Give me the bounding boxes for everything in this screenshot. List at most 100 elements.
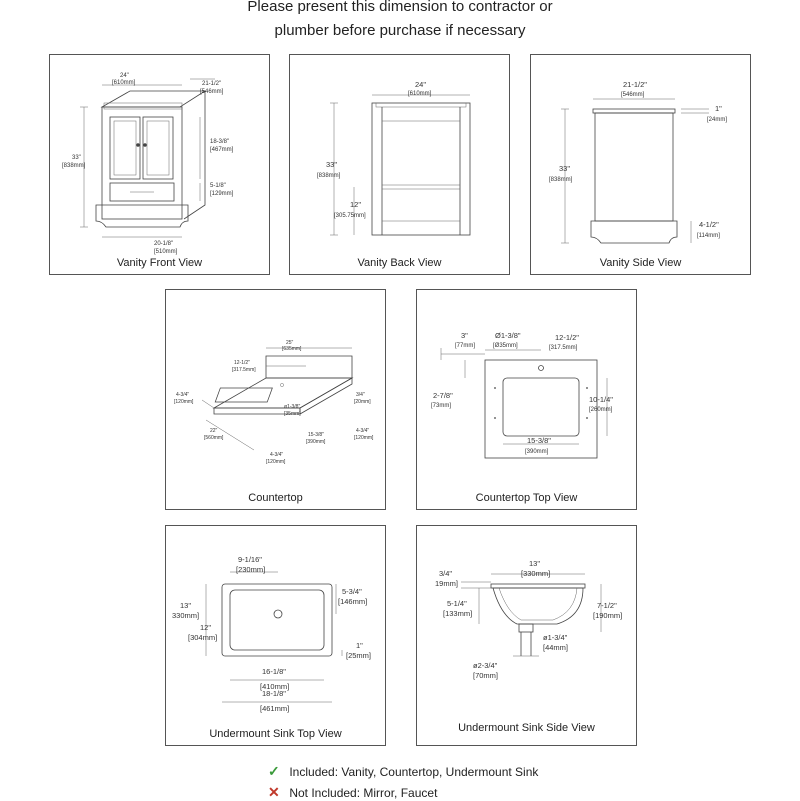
dim-width-in: 18-1/8" bbox=[262, 689, 286, 698]
dim-height-mm: [838mm] bbox=[62, 163, 86, 169]
dim-drawer-mm: [129mm] bbox=[210, 191, 234, 197]
dim-front-in: 4-3/4" bbox=[270, 452, 283, 458]
dim-backsplash-mm: [120mm] bbox=[174, 399, 194, 405]
included-text: Included: Vanity, Countertop, Undermount… bbox=[289, 765, 539, 779]
sink-side-view-panel: 13" [330mm] 3/4" 19mm] 5-1/4" [133mm] 7-… bbox=[416, 525, 637, 746]
dim-y-in: 2-7/8" bbox=[433, 391, 453, 400]
not-included-text: Not Included: Mirror, Faucet bbox=[289, 786, 438, 800]
dim-center-in: 9-1/16" bbox=[238, 555, 262, 564]
cross-icon: ✕ bbox=[268, 784, 280, 800]
dim-offset-mm: [77mm] bbox=[455, 343, 475, 349]
dim-thickness-mm: [20mm] bbox=[354, 399, 371, 405]
vanity-back-drawing: 24" [610mm] 33" [838mm] 12" [305.75mm] bbox=[317, 80, 471, 236]
dim-height-in: 33" bbox=[72, 155, 81, 161]
header-line-2: plumber before purchase if necessary bbox=[274, 22, 526, 39]
dim-side-in: 4-3/4" bbox=[356, 428, 369, 434]
vanity-side-view-panel: 21-1/2" [546mm] 1" [24mm] 33" [838mm] 4-… bbox=[530, 54, 751, 275]
dim-depth-in: 21-1/2" bbox=[623, 80, 647, 89]
caption-sink-top-view: Undermount Sink Top View bbox=[209, 728, 342, 740]
dim-thickness-in: 3/4" bbox=[356, 392, 365, 398]
dim-door-mm: [467mm] bbox=[210, 147, 234, 153]
dim-width-in: 24" bbox=[415, 80, 426, 89]
dim-sink-mm: [390mm] bbox=[306, 439, 326, 445]
caption-countertop: Countertop bbox=[248, 492, 303, 504]
dim-backsplash-in: 4-3/4" bbox=[176, 392, 189, 398]
dim-height-in: 7-1/2" bbox=[597, 601, 617, 610]
dim-height-mm: [190mm] bbox=[593, 611, 622, 620]
dim-top-in: 1" bbox=[715, 104, 722, 113]
dim-height-in: 33" bbox=[559, 164, 570, 173]
dim-width-in: 25" bbox=[286, 340, 294, 346]
countertop-panel: 25" [635mm] 12-1/2" [317.5mm] 4-3/4" [12… bbox=[165, 289, 386, 510]
dim-right-in: 5-3/4" bbox=[342, 587, 362, 596]
dim-width-mm: [330mm] bbox=[521, 569, 550, 578]
dim-rim-mm: [25mm] bbox=[346, 651, 371, 660]
dim-width-mm: [635mm] bbox=[282, 346, 302, 352]
dim-inner-width-in: 16-1/8" bbox=[262, 667, 286, 676]
dim-drawer-in: 5-1/8" bbox=[210, 183, 226, 189]
dim-center-mm: [317.5mm] bbox=[232, 367, 256, 373]
check-icon: ✓ bbox=[268, 763, 280, 779]
dim-hole-in: ø1-3/8" bbox=[284, 404, 300, 410]
countertop-drawing: 25" [635mm] 12-1/2" [317.5mm] 4-3/4" [12… bbox=[174, 340, 374, 465]
sink-top-drawing: 9-1/16" [230mm] 5-3/4" [146mm] 13" 330mm… bbox=[172, 555, 371, 713]
caption-vanity-back-view: Vanity Back View bbox=[357, 257, 442, 269]
dim-rim-in: 1" bbox=[356, 641, 363, 650]
dim-depth-mm: [546mm] bbox=[200, 89, 224, 95]
sink-side-drawing: 13" [330mm] 3/4" 19mm] 5-1/4" [133mm] 7-… bbox=[435, 559, 622, 680]
dim-depth-mm: [560mm] bbox=[204, 435, 224, 441]
dim-height-mm: [260mm] bbox=[589, 407, 613, 413]
legend-not-included: ✕ Not Included: Mirror, Faucet bbox=[268, 784, 437, 801]
dim-center-mm: [317.5mm] bbox=[549, 345, 578, 351]
dim-pipe-in: ø2-3/4" bbox=[473, 661, 498, 670]
dim-height-in: 10-1/4" bbox=[589, 395, 613, 404]
dim-bowl-mm: [133mm] bbox=[443, 609, 472, 618]
dim-drain-in: ø1-3/4" bbox=[543, 633, 568, 642]
caption-sink-side-view: Undermount Sink Side View bbox=[458, 722, 595, 734]
dim-inner-width-mm: [410mm] bbox=[260, 682, 289, 691]
dim-hole-mm: [Ø35mm] bbox=[493, 343, 518, 349]
dim-depth-in: 21-1/2" bbox=[202, 81, 221, 87]
countertop-top-view-panel: 3" [77mm] Ø1-3/8" [Ø35mm] 12-1/2" [317.5… bbox=[416, 289, 637, 510]
dim-height-mm: [838mm] bbox=[317, 173, 341, 179]
dim-lip-in: 3/4" bbox=[439, 569, 452, 578]
dim-sink-in: 15-3/8" bbox=[308, 432, 324, 438]
dim-depth-in: 22" bbox=[210, 428, 218, 434]
caption-vanity-front-view: Vanity Front View bbox=[116, 257, 203, 269]
caption-vanity-side-view: Vanity Side View bbox=[599, 257, 682, 269]
dim-width-mm: [610mm] bbox=[112, 80, 136, 86]
dim-center-in: 12-1/2" bbox=[234, 360, 250, 366]
dim-door-in: 18-3/8" bbox=[210, 139, 229, 145]
dim-height-mm: [838mm] bbox=[549, 177, 573, 183]
dim-right-mm: [146mm] bbox=[338, 597, 367, 606]
sink-top-view-panel: 9-1/16" [230mm] 5-3/4" [146mm] 13" 330mm… bbox=[165, 525, 386, 746]
dim-width-in: 13" bbox=[529, 559, 540, 568]
dim-toe-in: 4-1/2" bbox=[699, 220, 719, 229]
dim-hole-in: Ø1-3/8" bbox=[495, 331, 521, 340]
dim-center-mm: [230mm] bbox=[236, 565, 265, 574]
dim-depth-mm: [546mm] bbox=[621, 92, 645, 98]
dim-inner-height-in: 12" bbox=[200, 623, 211, 632]
dim-lower-mm: [305.75mm] bbox=[334, 213, 366, 219]
dim-inner-height-mm: [304mm] bbox=[188, 633, 217, 642]
dim-width-mm: [610mm] bbox=[408, 91, 432, 97]
dim-base-in: 20-1/8" bbox=[154, 241, 173, 247]
dim-height-mm: 330mm] bbox=[172, 611, 199, 620]
dim-height-in: 13" bbox=[180, 601, 191, 610]
dim-width-in: 15-3/8" bbox=[527, 436, 551, 445]
dim-center-in: 12-1/2" bbox=[555, 333, 579, 342]
dim-width-mm: [461mm] bbox=[260, 704, 289, 713]
caption-countertop-top-view: Countertop Top View bbox=[475, 492, 578, 504]
dim-height-in: 33" bbox=[326, 160, 337, 169]
dim-base-mm: [510mm] bbox=[154, 249, 178, 255]
dim-bowl-in: 5-1/4" bbox=[447, 599, 467, 608]
legend-included: ✓ Included: Vanity, Countertop, Undermou… bbox=[268, 763, 538, 780]
vanity-back-view-panel: 24" [610mm] 33" [838mm] 12" [305.75mm] V… bbox=[289, 54, 510, 275]
countertop-top-drawing: 3" [77mm] Ø1-3/8" [Ø35mm] 12-1/2" [317.5… bbox=[431, 331, 613, 459]
dim-width-in: 24" bbox=[120, 73, 129, 79]
dim-front-mm: [120mm] bbox=[266, 459, 286, 465]
vanity-front-drawing: 24" [610mm] 21-1/2" [546mm] 33" [838mm] … bbox=[62, 73, 234, 255]
header-line-1: Please present this dimension to contrac… bbox=[247, 0, 553, 15]
dim-drain-mm: [44mm] bbox=[543, 643, 568, 652]
dim-pipe-mm: [70mm] bbox=[473, 671, 498, 680]
